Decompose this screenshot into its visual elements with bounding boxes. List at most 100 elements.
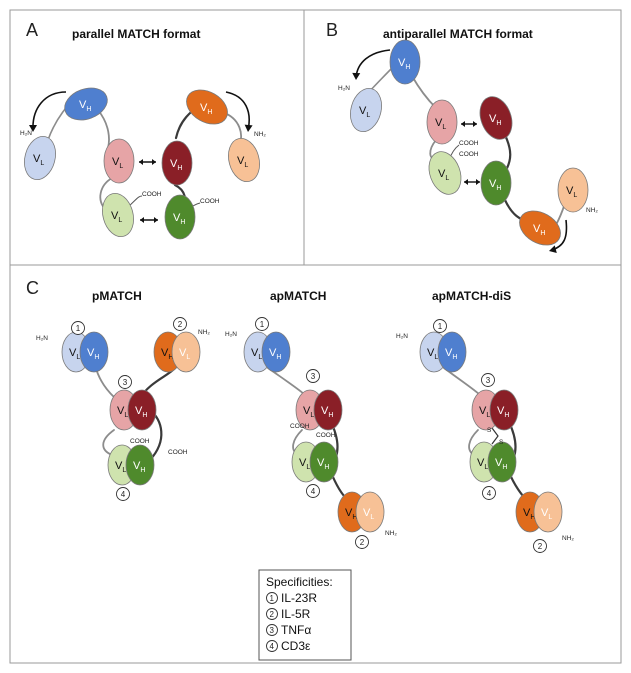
a-cooh-1: COOH (142, 191, 162, 198)
p-num-1: 1 (71, 321, 85, 335)
svg-text:VL: VL (363, 507, 374, 521)
p-nh2: NH₂ (198, 329, 210, 336)
p-h2n: H₂N (36, 335, 48, 342)
svg-text:4: 4 (487, 489, 492, 498)
b-curve-right (549, 219, 568, 254)
a-linker-2 (97, 109, 110, 149)
ds-num-1: 1 (433, 319, 447, 333)
ds-pair-3-h: VH (489, 389, 519, 431)
b-arrow-4 (464, 179, 480, 185)
legend-item-name: IL-5R (281, 607, 311, 621)
svg-text:VL: VL (251, 347, 262, 361)
b-curve-left (352, 49, 391, 80)
ap-pair-4-h: VH (309, 441, 339, 483)
a-vl-3: VL (103, 138, 135, 184)
svg-text:2: 2 (538, 542, 543, 551)
ap-num-2: 2 (355, 535, 369, 549)
svg-text:VL: VL (566, 185, 577, 199)
ap-num-1: 1 (255, 317, 269, 331)
a-curve-left (29, 91, 67, 132)
ds-s-1: S (487, 427, 492, 434)
panel-a-letter: A (26, 20, 38, 40)
svg-text:VL: VL (179, 347, 190, 361)
panel-c-title-apmatch-dis: apMATCH-diS (432, 289, 511, 303)
svg-text:VL: VL (435, 117, 446, 131)
panel-c-letter: C (26, 278, 39, 298)
a-vl-1: VL (24, 135, 56, 181)
panel-c-title-pmatch: pMATCH (92, 289, 142, 303)
p-pair-1-h: VH (79, 331, 109, 373)
svg-text:3: 3 (123, 378, 128, 387)
p-cooh-1: COOH (130, 438, 150, 445)
p-num-2: 2 (173, 317, 187, 331)
ap-nh2: NH₂ (385, 530, 397, 537)
ds-h2n: H₂N (396, 333, 408, 340)
a-cooh-2: COOH (200, 198, 220, 205)
ds-num-3: 3 (481, 373, 495, 387)
p-pair-4-h: VH (125, 444, 155, 486)
ap-cooh-1: COOH (290, 423, 310, 430)
b-cooh-2: COOH (459, 151, 479, 158)
svg-text:VL: VL (115, 460, 126, 474)
svg-text:VL: VL (438, 168, 449, 182)
svg-text:VL: VL (111, 210, 122, 224)
ds-pair-1-h: VH (437, 331, 467, 373)
a-arrow-3 (139, 159, 156, 165)
legend-item-name: IL-23R (281, 591, 317, 605)
b-vl-2: VL (557, 167, 589, 213)
p-pair-2-h: VL (171, 331, 201, 373)
a-vh-3: VH (161, 140, 193, 186)
svg-text:VL: VL (477, 457, 488, 471)
svg-text:3: 3 (311, 372, 316, 381)
svg-text:VL: VL (541, 507, 552, 521)
svg-text:VL: VL (237, 155, 248, 169)
p-num-3: 3 (118, 375, 132, 389)
a-vh-4: VH (164, 194, 196, 240)
b-vh-1: VH (389, 39, 421, 85)
svg-text:2: 2 (178, 320, 183, 329)
p-linker-2 (102, 429, 115, 456)
terminus-labels: H₂N NH₂ COOH COOH H₂N NH₂ COOH COOH H₂N NH₂ COOH CO… (20, 85, 598, 553)
ds-pair-4-h: VH (487, 441, 517, 483)
svg-text:2: 2 (360, 538, 365, 547)
svg-text:4: 4 (311, 487, 316, 496)
panel-c-title-apmatch: apMATCH (270, 289, 326, 303)
ap-pair-2-h: VL (355, 491, 385, 533)
a-vh-1: VH (64, 87, 108, 121)
a-vh-2: VH (186, 89, 228, 125)
svg-text:VL: VL (33, 153, 44, 167)
a-vl-4: VL (102, 192, 134, 238)
ds-s-2: S (499, 439, 504, 446)
svg-text:VL: VL (299, 457, 310, 471)
a-h2n: H₂N (20, 130, 32, 137)
b-nh2: NH₂ (586, 207, 598, 214)
ap-num-4: 4 (306, 484, 320, 498)
ds-nh2: NH₂ (562, 535, 574, 542)
b-vh-2: VH (519, 210, 561, 246)
svg-text:1: 1 (438, 322, 443, 331)
interaction-arrows (29, 49, 568, 254)
svg-text:VL: VL (359, 105, 370, 119)
a-arrow-4 (140, 217, 158, 223)
ds-num-4: 4 (482, 486, 496, 500)
svg-text:VL: VL (303, 405, 314, 419)
p-pair-3-h: VH (127, 389, 157, 431)
legend-item-name: TNFα (281, 623, 311, 637)
b-vl-3: VL (426, 99, 458, 145)
ap-pair-3-h: VH (313, 389, 343, 431)
ap-cooh-2: COOH (316, 432, 336, 439)
svg-text:VL: VL (479, 405, 490, 419)
panel-a-title: parallel MATCH format (72, 27, 200, 41)
legend-item-number: 4 (270, 642, 275, 651)
b-vl-4: VL (428, 151, 462, 195)
b-h2n: H₂N (338, 85, 350, 92)
b-linker-2 (411, 75, 437, 109)
svg-text:1: 1 (260, 320, 265, 329)
svg-text:VL: VL (112, 156, 123, 170)
